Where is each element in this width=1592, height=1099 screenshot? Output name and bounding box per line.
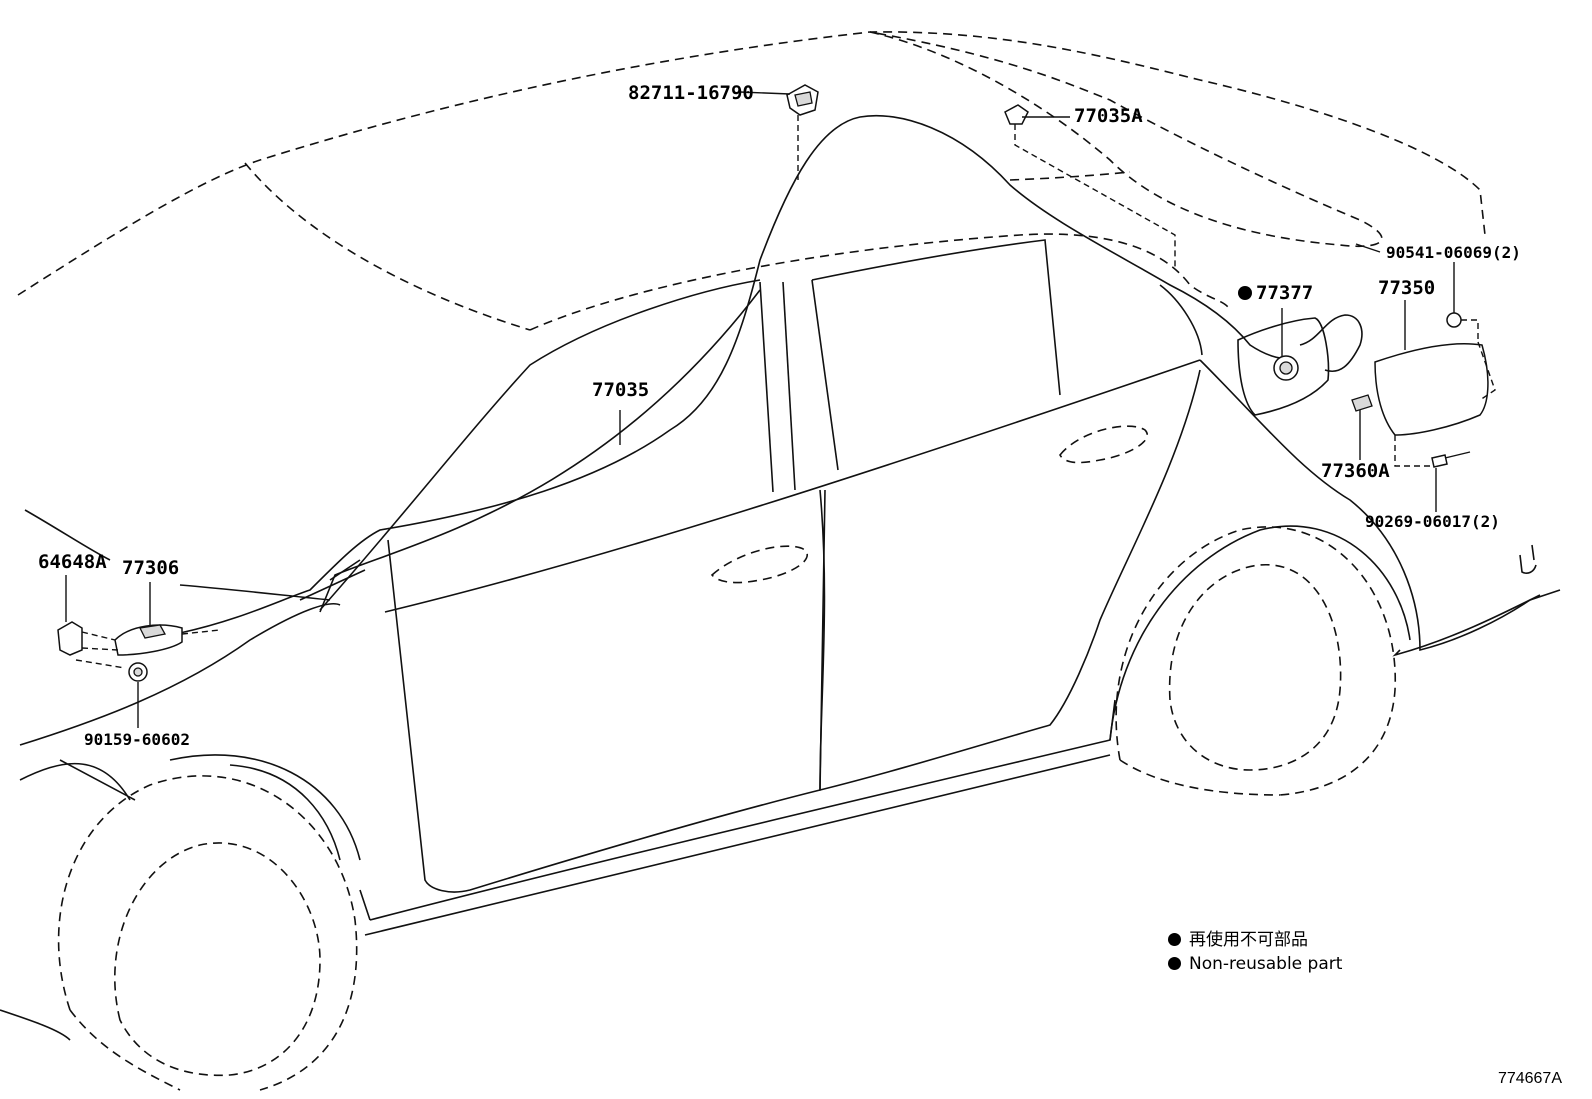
non-reusable-dot-icon <box>1168 957 1181 970</box>
fuel-door-opening <box>1237 317 1330 416</box>
window-frame-front <box>319 289 761 613</box>
part-label-90159-60602: 90159-60602 <box>84 730 190 749</box>
part-label-64648A: 64648A <box>38 551 107 573</box>
clamp-82711-16790 <box>786 84 819 116</box>
leader-77350-dash <box>1394 319 1496 467</box>
fuel-lid-77350 <box>1374 342 1489 436</box>
rear-badge <box>1519 544 1537 574</box>
rear-glass <box>869 31 1383 248</box>
hood-line <box>179 584 331 601</box>
screw-90269-06017 <box>1431 451 1471 468</box>
diagram-id: 774667A <box>1497 1070 1562 1087</box>
front-headlight-line <box>24 509 111 561</box>
leader-90541 <box>1355 243 1381 253</box>
roof-outline <box>17 31 1486 296</box>
leader-77035A-drop <box>1014 124 1176 270</box>
rear-bumper <box>1392 594 1541 657</box>
front-wheel-arch-lines <box>169 754 361 861</box>
part-label-77035A: 77035A <box>1074 105 1143 127</box>
handle-77306 <box>114 624 183 656</box>
legend-row-ja: 再使用不可部品 <box>1168 928 1342 952</box>
rocker-panel <box>369 699 1116 921</box>
legend-text-en: Non-reusable part <box>1189 954 1343 974</box>
rear-tire-shoulder <box>1119 759 1281 796</box>
rear-tire-inner <box>1168 564 1342 771</box>
front-tire <box>57 775 358 1091</box>
fuel-lid-cable <box>179 114 1291 634</box>
part-label-77360A: 77360A <box>1321 460 1390 482</box>
b-pillar-strip <box>811 279 839 471</box>
c-pillar <box>1159 284 1203 356</box>
front-tire-inner <box>114 842 321 1077</box>
leader-64648A-dash <box>75 631 126 669</box>
cushion-77360A <box>1351 394 1373 412</box>
rear-wheel-arch <box>1109 525 1411 741</box>
legend-text-ja: 再使用不可部品 <box>1189 930 1308 950</box>
front-tire-shoulder <box>69 1009 181 1091</box>
leader-82711 <box>739 91 791 95</box>
a-pillar <box>319 279 761 611</box>
c-pillar-dash <box>1009 171 1131 181</box>
legend: 再使用不可部品 Non-reusable part <box>1168 928 1342 976</box>
rocker-bottom <box>364 754 1111 936</box>
part-label-82711-16790: 82711-16790 <box>628 82 754 104</box>
fuel-lid-cable-tail <box>1299 314 1363 372</box>
non-reusable-dot-icon <box>1168 933 1181 946</box>
roof-rail <box>529 233 1231 331</box>
part-label-90541-06069: 90541-06069(2) <box>1386 243 1521 262</box>
rear-door-outline <box>819 369 1201 792</box>
clip-90541-06069 <box>1446 312 1462 328</box>
legend-row-en: Non-reusable part <box>1168 952 1342 976</box>
b-pillar-left <box>759 281 774 493</box>
front-door-handle <box>710 545 808 584</box>
rear-window-top <box>811 239 1061 396</box>
part-label-77306: 77306 <box>122 557 180 579</box>
bolt-90159-60602 <box>128 662 148 682</box>
front-fender <box>19 602 341 746</box>
bracket-64648A <box>57 621 83 656</box>
lock-77377 <box>1273 355 1299 381</box>
front-ground <box>0 1009 71 1041</box>
clamp-77035A <box>1004 104 1029 125</box>
b-pillar-right <box>782 281 796 491</box>
rear-fender <box>1199 359 1561 652</box>
windshield-lower <box>244 162 531 331</box>
part-label-77377: 77377 <box>1238 284 1313 303</box>
rear-door-handle <box>1059 425 1148 464</box>
leader-cable-front <box>181 629 221 635</box>
part-number: 77377 <box>1256 282 1314 304</box>
front-lower <box>19 759 136 801</box>
non-reusable-dot-icon <box>1238 286 1252 300</box>
part-label-77350: 77350 <box>1378 277 1436 299</box>
part-label-77035: 77035 <box>592 379 650 401</box>
front-door-outline <box>387 489 826 893</box>
belt-line <box>384 359 1201 613</box>
fender-bottom <box>299 559 371 921</box>
part-label-90269-06017: 90269-06017(2) <box>1365 512 1500 531</box>
rear-tire <box>1115 526 1396 796</box>
